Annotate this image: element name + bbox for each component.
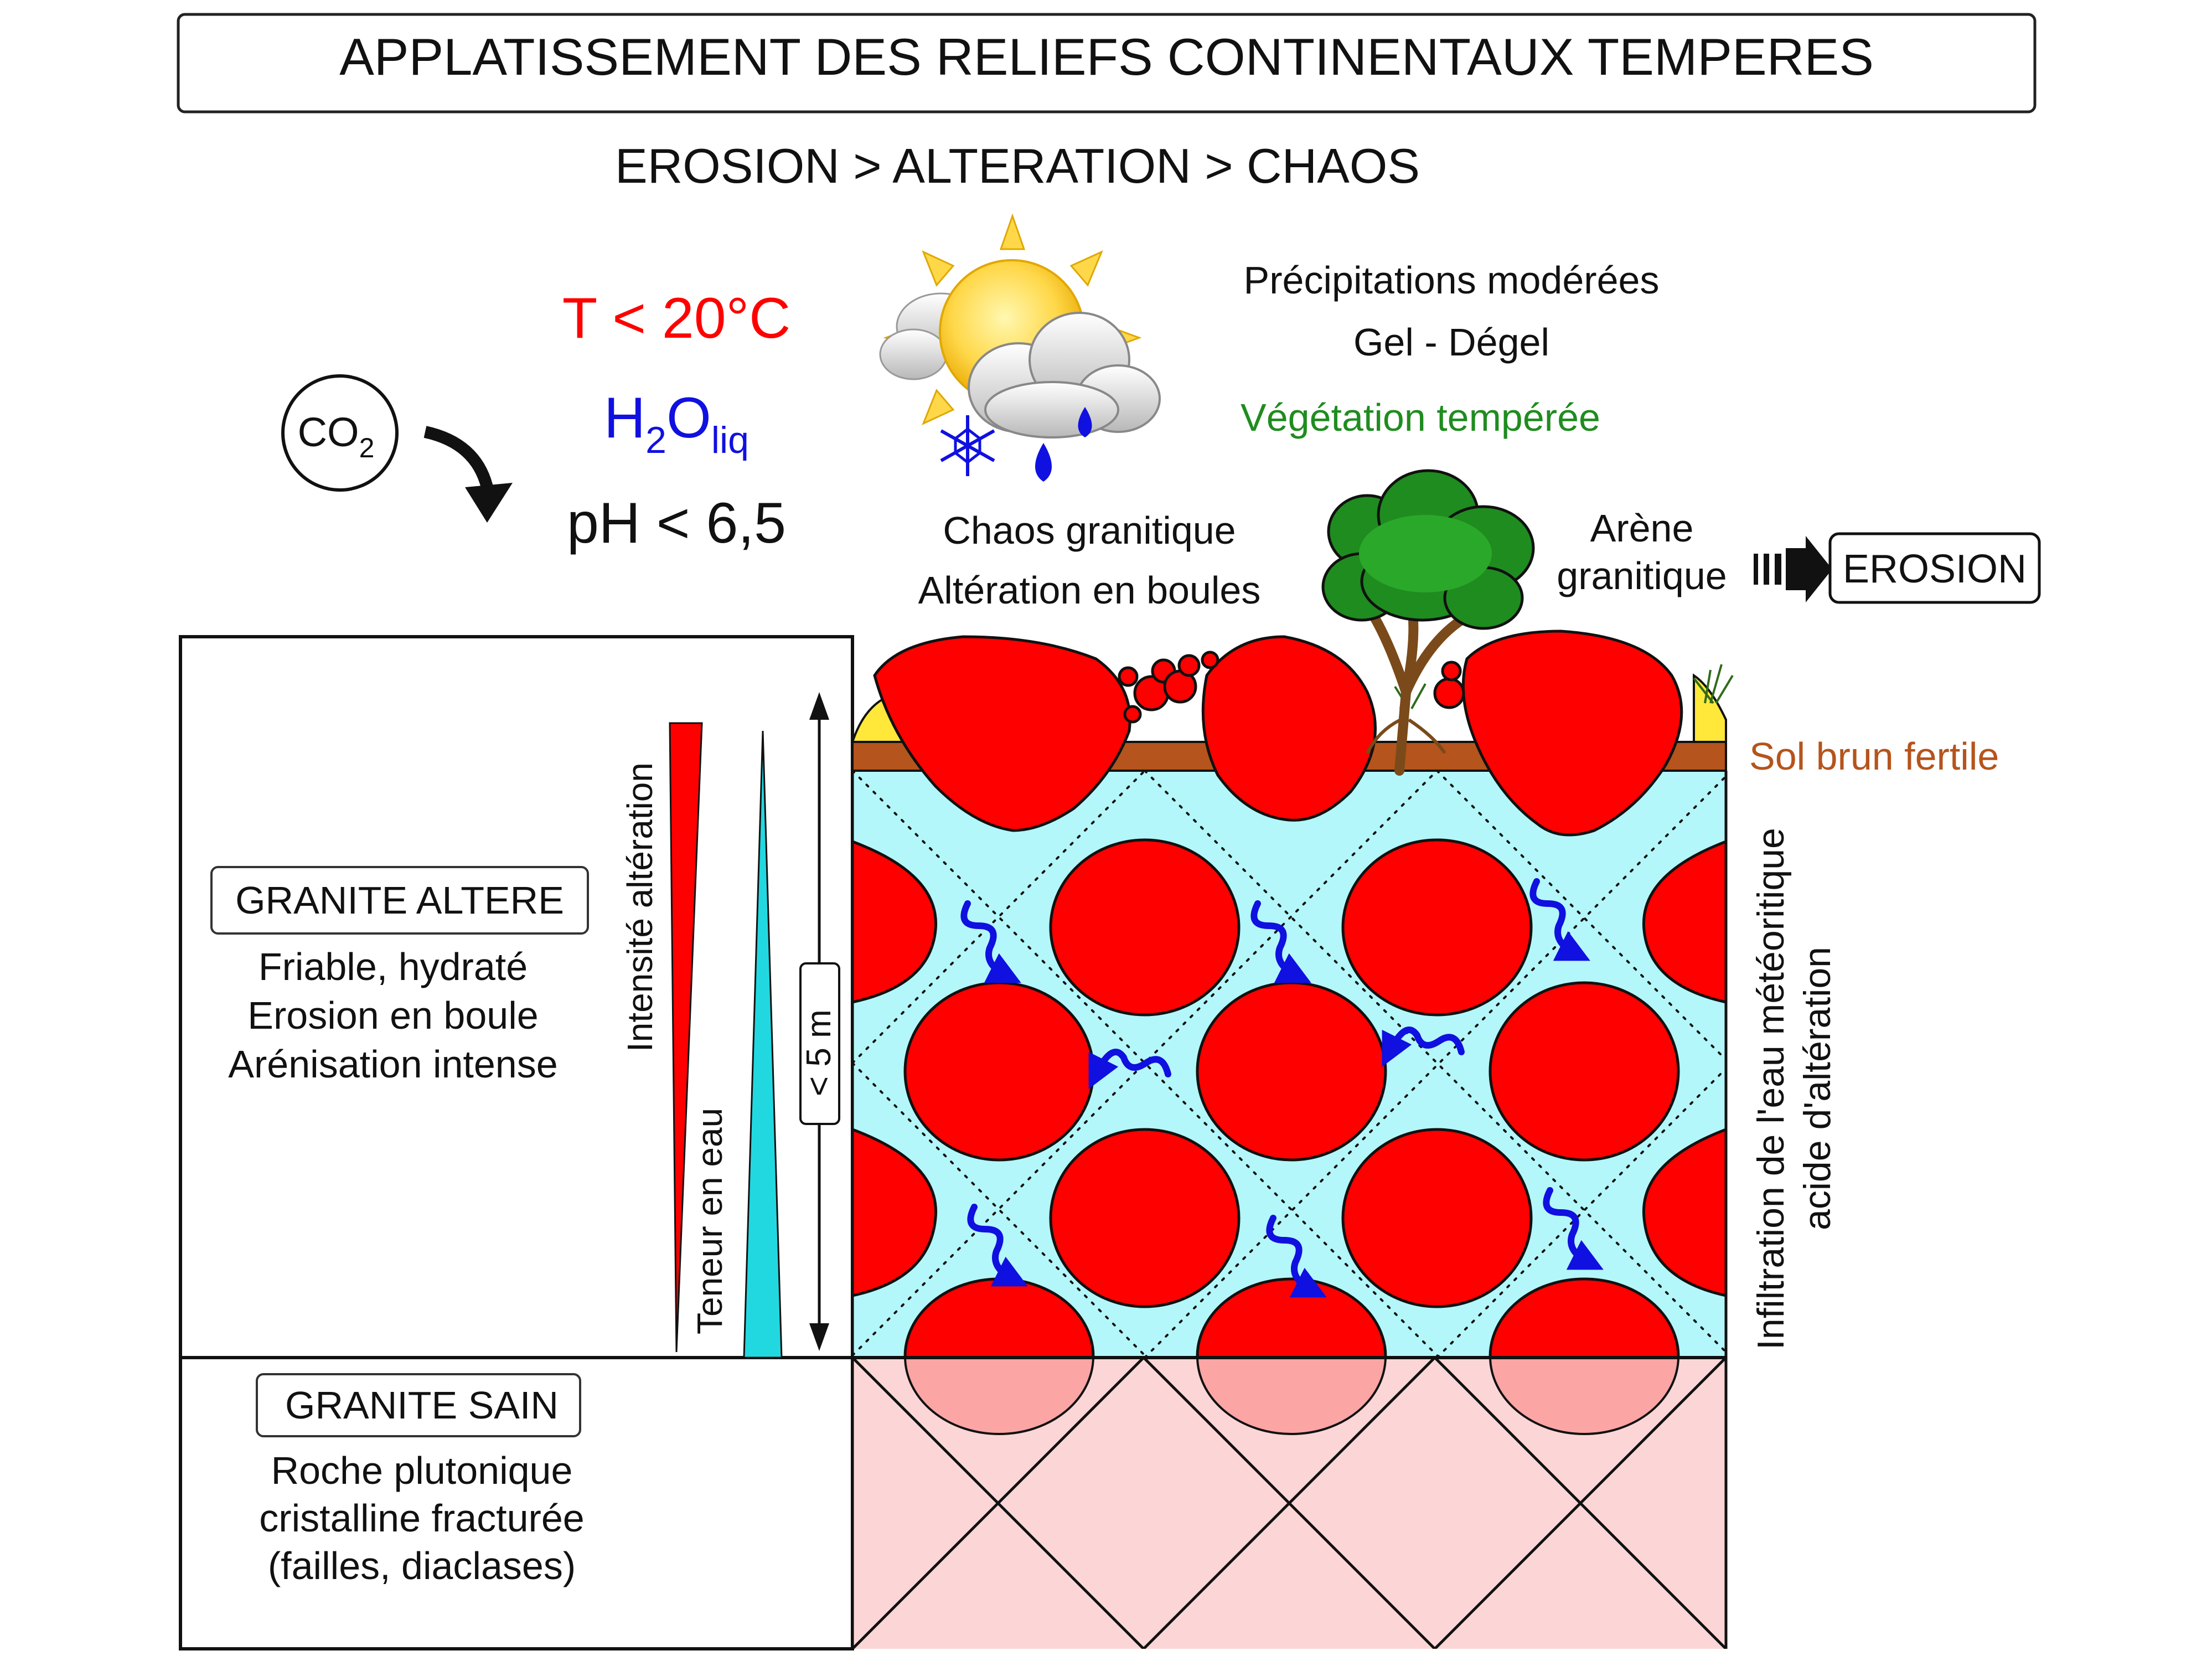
- altered-desc-1: Friable, hydraté: [259, 945, 528, 988]
- diagram-title: APPLATISSEMENT DES RELIEFS CONTINENTAUX …: [339, 28, 1874, 86]
- depth-arrow-head-bottom: [809, 1323, 829, 1351]
- boulder: [1049, 1128, 1241, 1308]
- boulder: [1196, 981, 1387, 1162]
- boulder: [1341, 1128, 1533, 1308]
- sound-desc-2: cristalline fracturée: [259, 1497, 584, 1540]
- sound-fractures: [852, 1358, 1726, 1649]
- boulder: [1642, 840, 1726, 1004]
- precipitation-label: Précipitations modérées: [1244, 259, 1660, 302]
- vegetation-label: Végétation tempérée: [1241, 396, 1600, 439]
- water-content-label: Teneur en eau: [690, 1108, 730, 1334]
- depth-label: < 5 m: [800, 1009, 838, 1096]
- infiltration-label-1: Infiltration de l'eau météoritique: [1750, 828, 1792, 1350]
- boulder: [1489, 981, 1680, 1162]
- soil-label: Sol brun fertile: [1749, 735, 1999, 778]
- altered-title: GRANITE ALTERE: [235, 879, 564, 922]
- boulder: [1049, 838, 1241, 1017]
- intensity-wedge: [669, 722, 703, 1353]
- co2-label: CO2: [298, 409, 375, 463]
- boulder: [852, 1128, 938, 1297]
- co2-circle: [281, 374, 399, 492]
- depth-label-box: [799, 962, 840, 1125]
- intensity-label: Intensité altération: [620, 762, 660, 1052]
- raindrop-icon: [1035, 443, 1052, 482]
- title-box: [177, 13, 2037, 114]
- erosion-box-label: EROSION: [1843, 547, 2027, 591]
- sound-desc-3: (failles, diaclases): [268, 1544, 576, 1587]
- arene-label: Arène: [1590, 507, 1694, 550]
- altered-title-box: [210, 866, 589, 935]
- altered-boulders: [852, 838, 1726, 1358]
- depth-arrow-head-top: [809, 692, 829, 720]
- boulder: [852, 840, 938, 1004]
- erosion-box: [1828, 532, 2041, 604]
- altered-desc-3: Arénisation intense: [228, 1043, 557, 1086]
- sound-title-box: [256, 1373, 581, 1437]
- altered-desc-2: Erosion en boule: [247, 994, 538, 1037]
- infiltration-label-2: acide d'altération: [1796, 947, 1838, 1230]
- sound-title: GRANITE SAIN: [285, 1384, 559, 1427]
- diagram-subtitle: EROSION > ALTERATION > CHAOS: [615, 138, 1420, 193]
- freeze-thaw-label: Gel - Dégel: [1353, 321, 1549, 364]
- boules-label: Altération en boules: [918, 569, 1261, 612]
- tree-icon: [1321, 469, 1535, 776]
- water-label: H2Oliq: [604, 386, 749, 461]
- ph-label: pH < 6,5: [567, 491, 786, 555]
- boulder: [1341, 838, 1533, 1017]
- chaos-label: Chaos granitique: [943, 509, 1236, 552]
- co2-arrow-icon: [423, 426, 493, 489]
- erosion-arrow-icon: [1754, 536, 1832, 602]
- altered-panel: [179, 635, 854, 1359]
- arene-granitique-label: granitique: [1557, 554, 1727, 597]
- sound-desc-1: Roche plutonique: [271, 1449, 573, 1492]
- water-wedge: [743, 730, 783, 1359]
- weather-icon: [879, 213, 1161, 482]
- temperature-label: T < 20°C: [562, 286, 791, 350]
- boulder: [1642, 1128, 1726, 1297]
- sound-boulder-ghosts: [904, 1358, 1679, 1435]
- co2-arrow-head: [465, 483, 513, 523]
- surface-boulders: [873, 630, 1683, 837]
- altered-fractures: [852, 771, 1726, 1358]
- infiltration-arrows: [960, 878, 1604, 1298]
- raindrop-icon: [1078, 407, 1092, 437]
- boulder: [903, 981, 1095, 1162]
- snowflake-icon: [940, 415, 995, 476]
